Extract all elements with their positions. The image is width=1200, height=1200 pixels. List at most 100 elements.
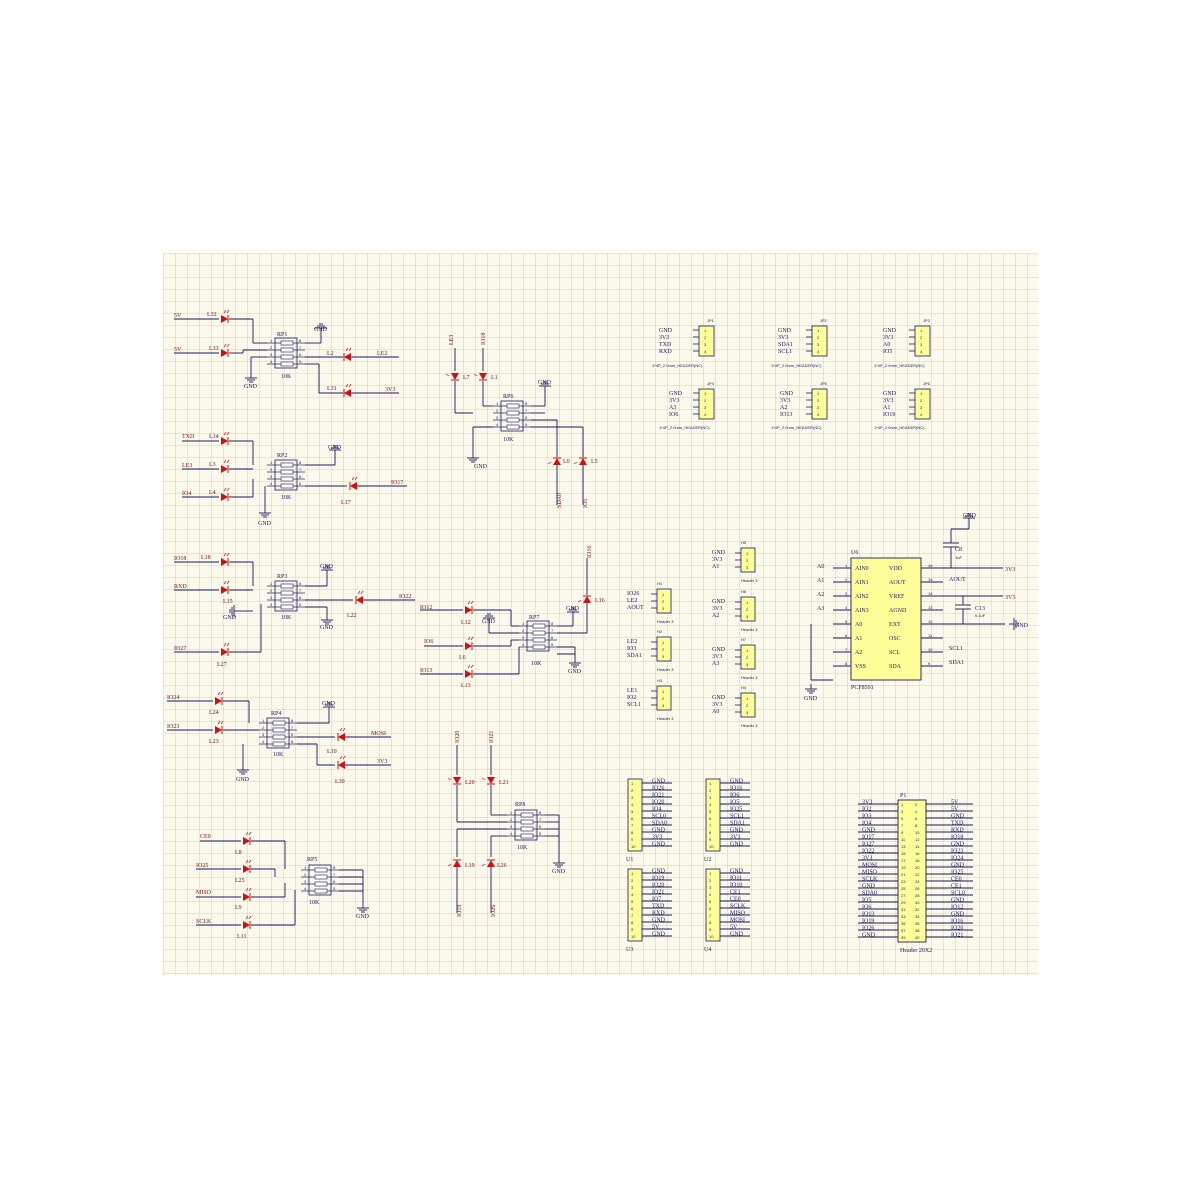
header-net-label: 3V3 bbox=[730, 835, 740, 841]
led-label-l25: L25 bbox=[235, 878, 245, 884]
net-io23: IO23 bbox=[167, 724, 179, 730]
p1-left-net: IO2 bbox=[862, 807, 871, 813]
p1-left-num: 25 bbox=[901, 886, 906, 891]
h7-net1: GND bbox=[712, 647, 726, 653]
header-body bbox=[627, 778, 643, 852]
h7-net3: A3 bbox=[712, 661, 719, 667]
led-label-l22: L22 bbox=[347, 613, 357, 619]
p1-left-num: 37 bbox=[901, 928, 906, 933]
p1-left-net: MOSI bbox=[862, 863, 877, 869]
net-sclk: SCLK bbox=[196, 919, 212, 925]
jp4-net2: 3V3 bbox=[669, 398, 679, 404]
header-ref: U1 bbox=[626, 857, 633, 863]
p1-left-net: IO26 bbox=[862, 926, 874, 932]
header-net-label: GND bbox=[730, 842, 744, 848]
header-pin-num: 7 bbox=[709, 823, 712, 828]
gnd-label-rp1: GND bbox=[244, 384, 258, 390]
jp2-net3: SDA1 bbox=[778, 342, 793, 348]
led-label-l14: L14 bbox=[209, 434, 219, 440]
rp5-ref: RP5 bbox=[307, 857, 317, 863]
jp1-net3: TXD bbox=[659, 342, 672, 348]
header-net-label: CE1 bbox=[730, 890, 741, 896]
jp2-net4: SCL1 bbox=[778, 349, 792, 355]
h5-header: H5 GND 3V3 A1 Header 3 bbox=[712, 540, 758, 583]
p1-left-net: IO27 bbox=[862, 842, 874, 848]
jp6-net4: IO19 bbox=[883, 412, 895, 418]
p1-right-num: 12 bbox=[915, 837, 920, 842]
header-pin-num: 8 bbox=[709, 830, 712, 835]
ic-pin-label: SCL bbox=[889, 650, 900, 656]
jp1-net4: RXD bbox=[659, 349, 672, 355]
header-pin-num: 5 bbox=[709, 809, 712, 814]
p1-left-net: IO17 bbox=[862, 835, 874, 841]
led-label-l24: L24 bbox=[209, 710, 219, 716]
p1-right-net: 5V bbox=[951, 807, 959, 813]
h6-ref: H6 bbox=[741, 589, 747, 594]
ic-pin-label: A2 bbox=[855, 650, 862, 656]
jp5-ref: JP5 bbox=[820, 381, 828, 386]
jp4-caption: 1*4P_2.0mm_HEADER(NC) bbox=[659, 425, 710, 430]
resistor-pack-rp4 bbox=[258, 717, 298, 749]
ic-pin-label: AIN3 bbox=[855, 608, 869, 614]
rp7-ref: RP7 bbox=[529, 615, 539, 621]
ic-ref: U6 bbox=[851, 550, 858, 556]
rp1-block: 5V L32 5V L33 RP1 10K GND GND bbox=[174, 309, 399, 398]
header-pin-num: 3 bbox=[631, 795, 634, 800]
gnd-label-rp7c: GND bbox=[568, 669, 582, 675]
gnd-label-rp6b: GND bbox=[538, 380, 552, 386]
p1-right-net: GND bbox=[951, 912, 965, 918]
header-pin-num: 5 bbox=[631, 809, 634, 814]
rp4-block: IO24 L24 IO23 L23 GND RP4 10K GND L10 bbox=[167, 691, 391, 785]
header-pin-num: 6 bbox=[631, 816, 634, 821]
jp4-ref: JP4 bbox=[707, 381, 715, 386]
p1-ref: P1 bbox=[900, 793, 906, 799]
p1-right-net: SCL0 bbox=[951, 891, 965, 897]
header-pin-num: 10 bbox=[709, 844, 714, 849]
h3-caption: Header 3 bbox=[657, 716, 674, 721]
header-net-label: IO26 bbox=[652, 786, 664, 792]
p1-right-num: 10 bbox=[915, 830, 920, 835]
jp6-net2: 3V3 bbox=[883, 398, 893, 404]
net-io6: IO6 bbox=[424, 639, 433, 645]
header-pin-num: 4 bbox=[709, 892, 712, 897]
jp6-header: JP6 GND 3V3 A1 IO19 1*4P_2.0mm_HEADER(NC… bbox=[874, 381, 931, 430]
header-pin-num: 3 bbox=[709, 885, 712, 890]
header-net-label: IO10 bbox=[730, 883, 742, 889]
p1-left-num: 15 bbox=[901, 851, 906, 856]
p1-caption: Header 20X2 bbox=[900, 948, 932, 954]
rp8-value: 10K bbox=[517, 845, 528, 851]
header-pin-num: 7 bbox=[631, 823, 634, 828]
header-body bbox=[705, 778, 721, 852]
led-label-l2: L2 bbox=[327, 351, 334, 357]
header-net-label: IO5 bbox=[730, 800, 739, 806]
h7-ref: H7 bbox=[741, 637, 747, 642]
header-net-label: GND bbox=[730, 932, 744, 938]
led-label-l3: L3 bbox=[209, 462, 216, 468]
h7-net2: 3V3 bbox=[712, 654, 722, 660]
p1-left-net: 3V3 bbox=[862, 856, 872, 862]
header-net-label: GND bbox=[730, 869, 744, 875]
h2-header: H2 LE2 IO3 SDA1 Header 3 bbox=[627, 629, 674, 672]
net-io19-v: IO19 bbox=[457, 905, 463, 917]
p1-left-net: IO19 bbox=[862, 919, 874, 925]
jp2-caption: 1*4P_2.0mm_HEADER(NC) bbox=[771, 363, 822, 368]
h7-caption: Header 3 bbox=[741, 675, 758, 680]
gnd-label-rp2: GND bbox=[258, 521, 272, 527]
p1-right-net: GND bbox=[951, 842, 965, 848]
p1-right-num: 4 bbox=[915, 809, 918, 814]
gnd-label-rp2b: GND bbox=[328, 445, 342, 451]
resistor-pack-rp1 bbox=[266, 337, 306, 369]
resistor-pack-rp7 bbox=[518, 620, 558, 652]
led-label-l31: L31 bbox=[327, 386, 337, 392]
p1-left-net: GND bbox=[862, 828, 876, 834]
p1-right-num: 18 bbox=[915, 858, 920, 863]
h4-header: H4 GND 3V3 A0 Header 3 bbox=[712, 685, 758, 728]
jp3-net3: A0 bbox=[883, 342, 890, 348]
gnd-label-rp5: GND bbox=[356, 914, 370, 920]
header-pin-num: 6 bbox=[631, 906, 634, 911]
ic-pin-label: AOUT bbox=[889, 580, 906, 586]
header-pin-num: 10 bbox=[631, 934, 636, 939]
ic-gnd: GND bbox=[804, 696, 818, 702]
gnd-label-rp8: GND bbox=[552, 869, 566, 875]
header-body bbox=[705, 868, 721, 942]
